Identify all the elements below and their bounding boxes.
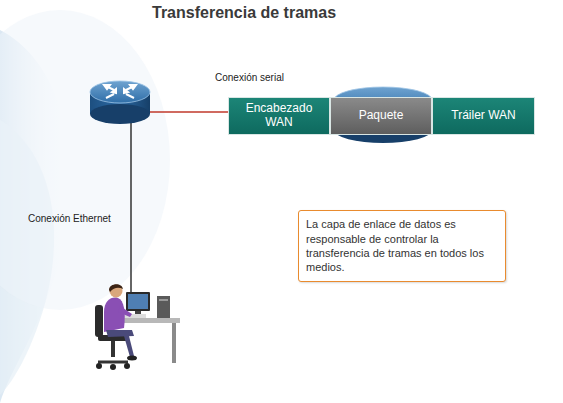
person-at-computer [95, 284, 180, 370]
box-text: La capa de enlace de datos es responsabl… [306, 217, 498, 274]
router-icon [90, 81, 150, 124]
box-text: Tráiler WAN [451, 109, 515, 123]
serial-wire [150, 111, 229, 113]
diagram-title: Transferencia de tramas [152, 4, 336, 22]
wan-trailer-box: Tráiler WAN [432, 97, 535, 135]
note-box: La capa de enlace de datos es responsabl… [298, 210, 506, 282]
packet-box: Paquete [330, 97, 432, 135]
ethernet-wire [130, 122, 132, 292]
background-swoosh [0, 10, 170, 310]
wan-header-box: Encabezado WAN [228, 97, 330, 135]
box-text: Encabezado WAN [235, 102, 323, 130]
connection-label: Conexión Ethernet [28, 213, 111, 224]
box-text: Paquete [359, 109, 404, 123]
connection-label: Conexión serial [215, 72, 284, 83]
